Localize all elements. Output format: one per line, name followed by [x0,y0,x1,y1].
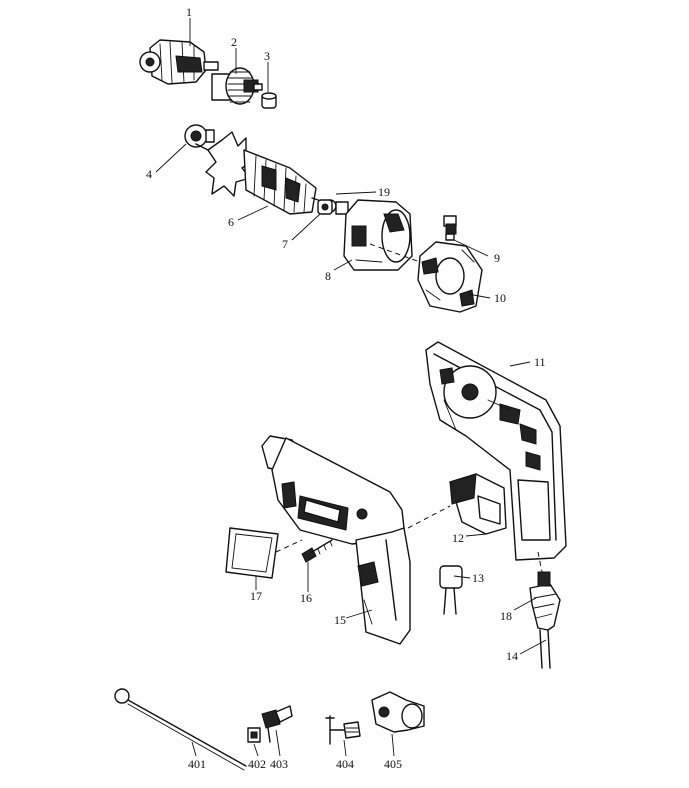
part-labels: 1 2 3 4 6 7 8 9 10 11 12 13 14 15 16 17 … [146,5,546,771]
label-part-9: 9 [494,251,500,265]
label-part-1: 1 [186,5,192,19]
label-part-11: 11 [534,355,546,369]
part-cord-guard [529,571,561,631]
part-drill-body [261,435,411,645]
label-part-12: 12 [452,531,464,545]
label-part-14: 14 [506,649,518,663]
label-part-10: 10 [494,291,506,305]
part-chuck [139,39,219,85]
leader-lines [155,18,547,757]
part-brush-holder [417,241,483,313]
part-side-handle-clamp-405 [371,691,425,733]
part-capacitor [439,565,463,615]
part-housing-half [425,341,567,561]
label-part-15: 15 [334,613,346,627]
label-part-19: 19 [378,185,390,199]
label-part-8: 8 [325,269,331,283]
label-part-6: 6 [228,215,234,229]
label-part-13: 13 [472,571,484,585]
label-part-4: 4 [146,167,152,181]
part-field-stator [343,199,413,271]
label-part-404: 404 [336,757,354,771]
part-ball-bearing [184,124,215,148]
label-part-405: 405 [384,757,402,771]
label-part-401: 401 [188,757,206,771]
part-power-cord [537,551,551,669]
part-washer-402 [247,727,261,743]
part-chuck-key-404 [325,715,361,745]
part-needle-bearing [261,92,277,109]
label-part-7: 7 [282,237,288,251]
part-name-plate [225,527,279,579]
label-part-3: 3 [264,49,270,63]
part-washer-19 [335,201,349,215]
label-part-2: 2 [231,35,237,49]
part-screw [301,539,333,563]
axis-nameplate [275,539,303,553]
part-bearing-7 [317,199,333,215]
label-part-18: 18 [500,609,512,623]
axis-switch [407,505,451,529]
label-part-402: 402 [248,757,266,771]
label-part-17: 17 [250,589,262,603]
label-part-16: 16 [300,591,312,605]
part-switch [449,473,507,535]
part-carbon-brush [443,215,457,241]
part-wing-bolt-403 [261,705,293,743]
part-spindle-gear [211,67,263,105]
part-depth-gauge-rod [114,688,247,771]
label-part-403: 403 [270,757,288,771]
part-armature [195,131,337,215]
